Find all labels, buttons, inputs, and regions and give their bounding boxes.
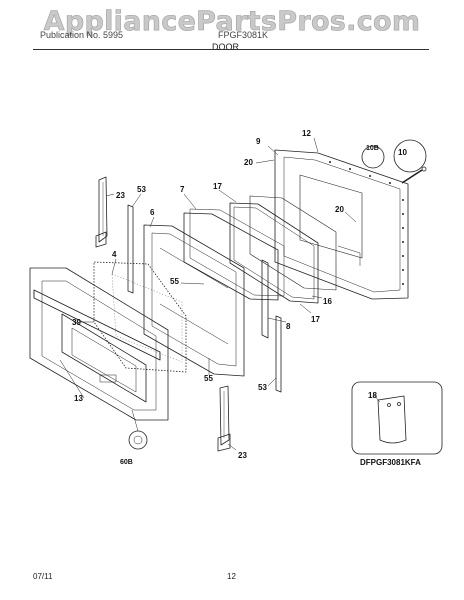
callout-39: 39 [72, 318, 81, 327]
callout-circle-10 [393, 139, 427, 173]
callout-13: 13 [74, 394, 83, 403]
callout-10: 10 [398, 148, 407, 157]
rear-door-frame [274, 149, 409, 300]
footer-date: 07/11 [33, 572, 53, 581]
glass-pack [229, 195, 337, 304]
callout-9: 9 [256, 137, 261, 146]
leader-lines [59, 137, 381, 451]
callout-55b: 55 [204, 374, 213, 383]
door-insulation [93, 261, 187, 373]
header-rule [33, 49, 429, 50]
callout-55a: 55 [170, 277, 179, 286]
callout-circle-10b [361, 145, 385, 169]
inset-box [351, 381, 443, 455]
callout-23a: 23 [116, 191, 125, 200]
door-channel-strips [127, 204, 282, 393]
callout-20b: 20 [335, 205, 344, 214]
callout-12: 12 [302, 129, 311, 138]
callout-23b: 23 [238, 451, 247, 460]
door-hinge-upper [95, 176, 108, 248]
callout-10b: 10B [366, 145, 379, 152]
header-model: FPGF3081K [218, 30, 269, 40]
outer-door-panel [29, 267, 169, 421]
callout-60b: 60B [120, 459, 133, 466]
door-hinge-lower [217, 385, 231, 452]
header-publication: Publication No. 5995 [40, 30, 124, 40]
model-code: DFPGF3081KFA [360, 458, 421, 467]
callout-20a: 20 [244, 158, 253, 167]
fastener-part [128, 430, 148, 450]
callout-labels: 9 12 10B 10 20 23 53 7 17 6 20 4 55 16 1… [72, 129, 407, 466]
callout-4: 4 [112, 250, 117, 259]
callout-17a: 17 [213, 182, 222, 191]
callout-16: 16 [323, 297, 332, 306]
callout-53a: 53 [137, 185, 146, 194]
callout-53b: 53 [258, 383, 267, 392]
section-title: DOOR [212, 42, 239, 52]
callout-8: 8 [286, 322, 291, 331]
callout-18: 18 [368, 391, 377, 400]
callout-6: 6 [150, 208, 155, 217]
callout-7: 7 [180, 185, 185, 194]
footer-page: 12 [227, 572, 236, 581]
watermark: AppliancePartsPros.com [43, 6, 421, 38]
screw-part [401, 166, 427, 184]
inner-door-panel [143, 224, 245, 377]
callout-17b: 17 [311, 315, 320, 324]
